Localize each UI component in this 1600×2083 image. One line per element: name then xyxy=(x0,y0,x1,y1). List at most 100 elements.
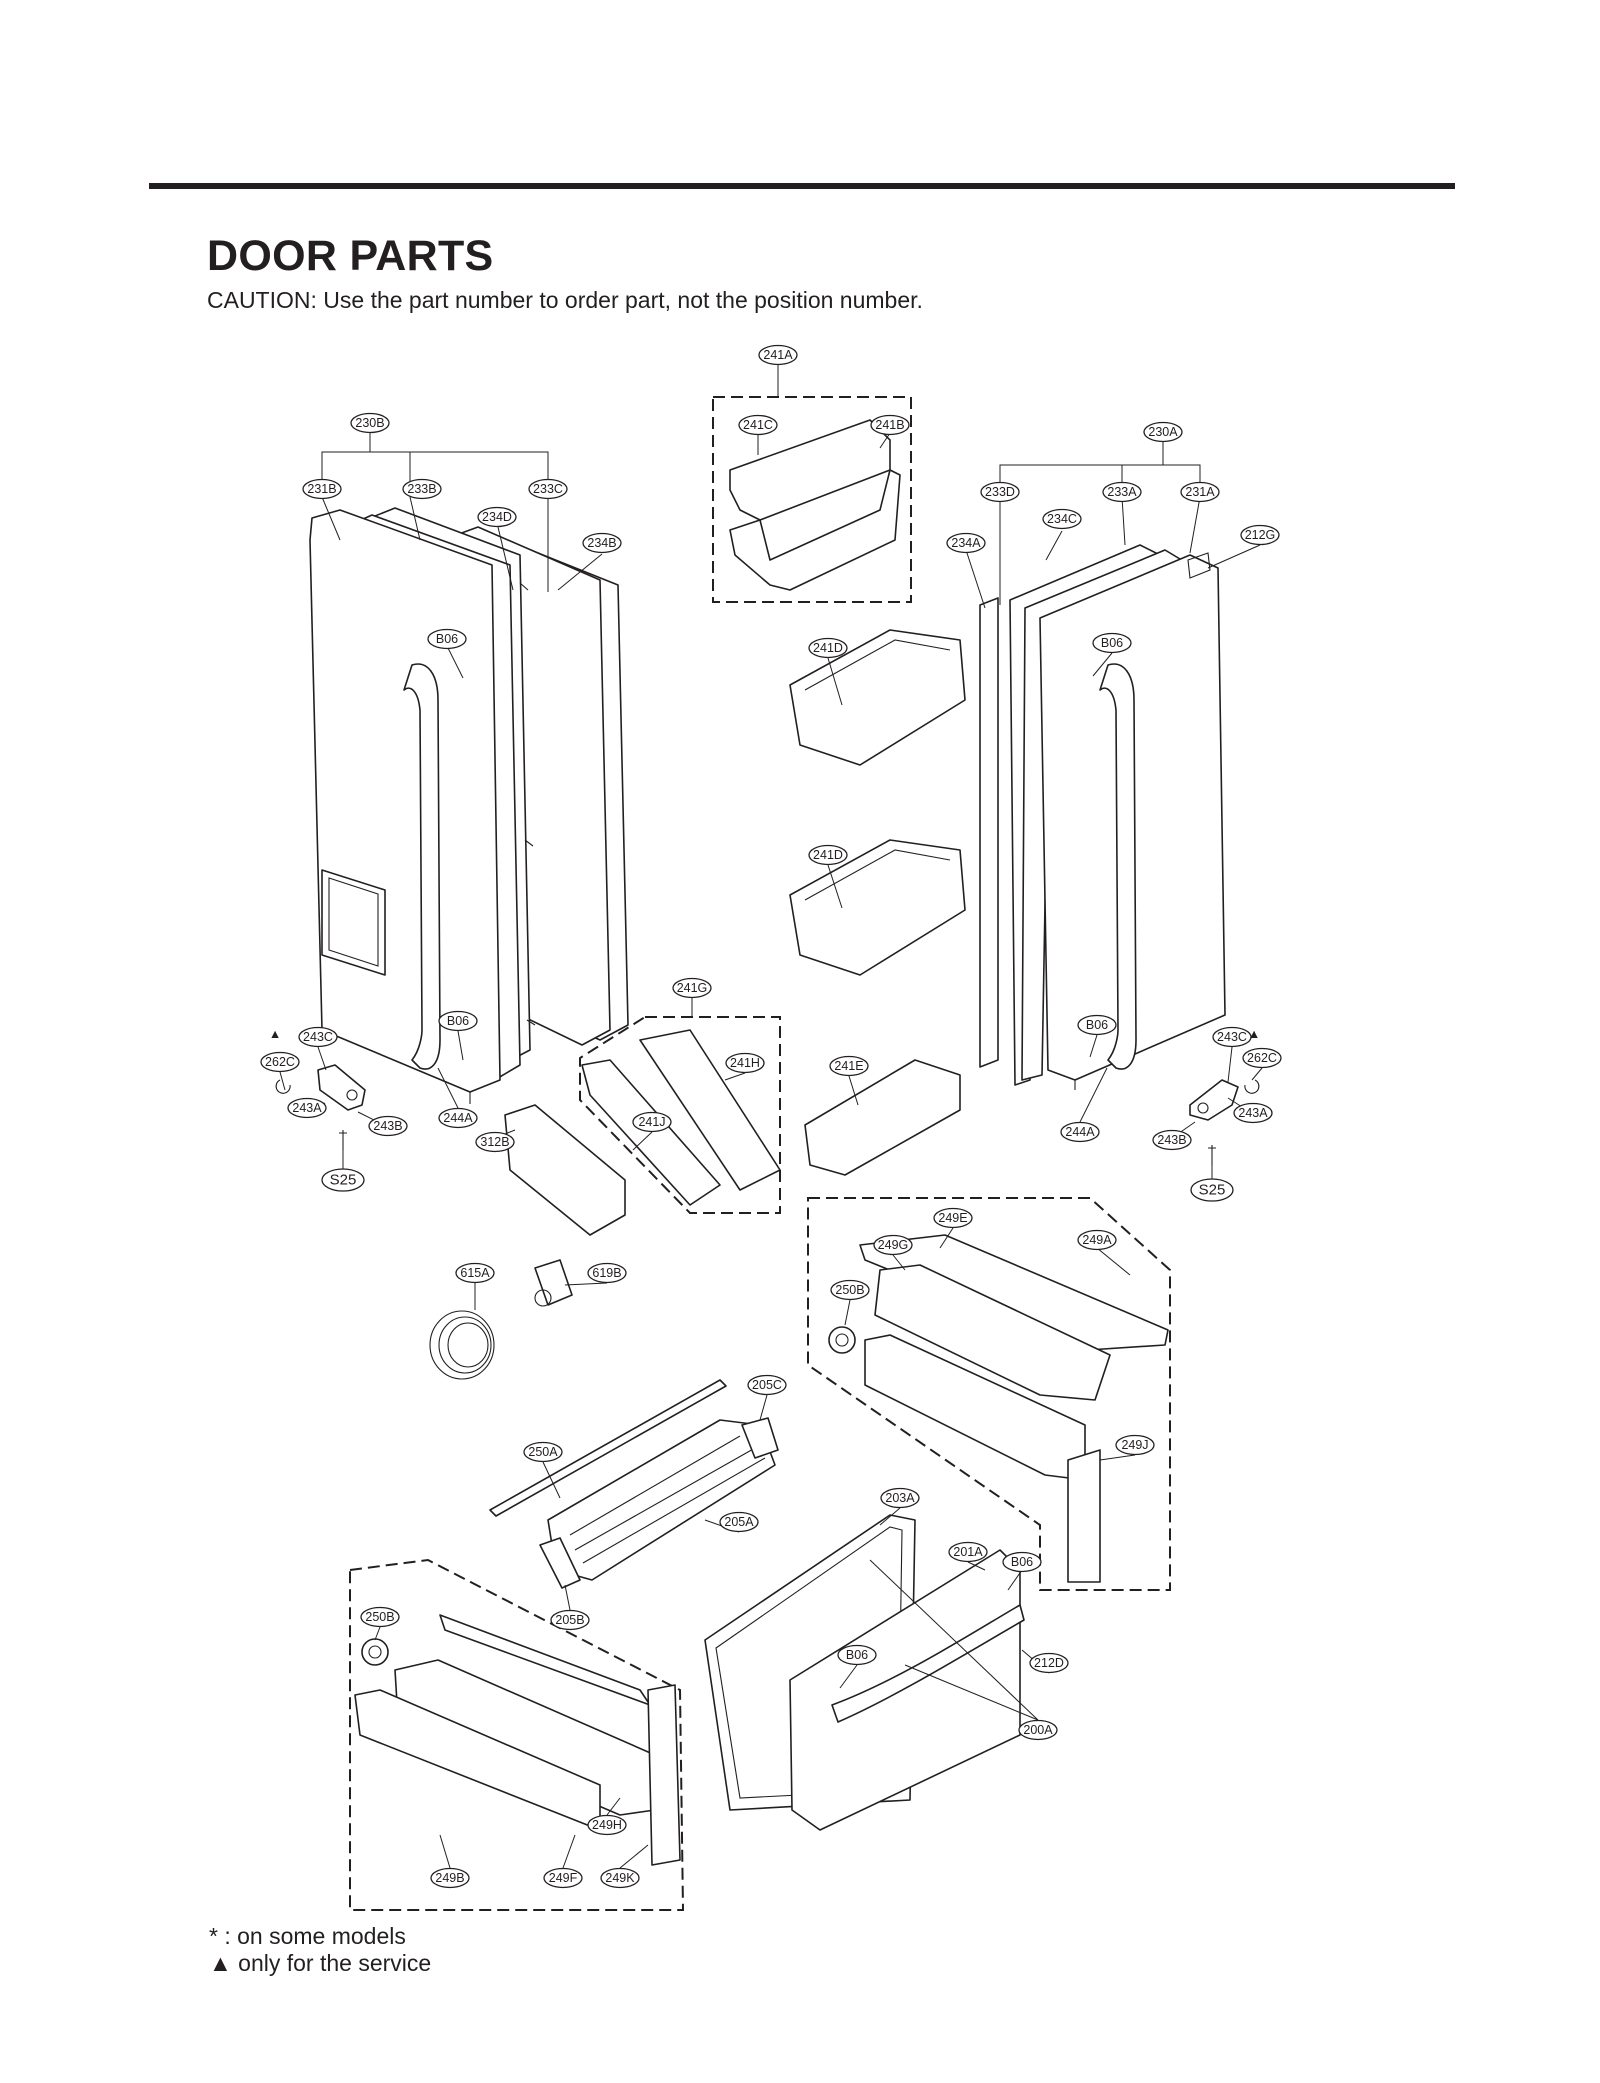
callout-label: 615A xyxy=(460,1266,490,1280)
group-box-241g xyxy=(579,1016,781,1214)
callout-244a: 244A xyxy=(1060,1121,1100,1143)
callout-label: 250B xyxy=(365,1610,394,1624)
callout-oval xyxy=(1018,1719,1058,1741)
callout-label: 249J xyxy=(1121,1438,1148,1452)
callout-244a: 244A xyxy=(438,1107,478,1129)
group-box-241a xyxy=(712,396,912,603)
callout-label: 243C xyxy=(303,1030,333,1044)
footnotes: * : on some models ▲ only for the servic… xyxy=(209,1923,431,1977)
callout-label: 250A xyxy=(528,1445,558,1459)
callout-label: 241B xyxy=(875,418,904,432)
callout-oval xyxy=(302,478,342,500)
callout-label: 312B xyxy=(480,1135,509,1149)
callout-231b: 231B xyxy=(302,478,342,500)
callout-oval xyxy=(880,1487,920,1509)
callout-label: 241D xyxy=(813,641,843,655)
callout-oval xyxy=(600,1867,640,1889)
callout-oval xyxy=(402,478,442,500)
callout-243b: 243B xyxy=(1152,1129,1192,1151)
caution-note: CAUTION: Use the part number to order pa… xyxy=(207,287,923,313)
callout-233c: 233C xyxy=(528,478,568,500)
left-hinge-clip xyxy=(275,1079,291,1094)
callout-243a: 243A xyxy=(1233,1102,1273,1124)
left-hinge-screw xyxy=(339,1130,347,1150)
callout-212g: 212G xyxy=(1240,524,1280,546)
water-line-assembly xyxy=(429,1259,573,1380)
callout-label: 244A xyxy=(443,1111,473,1125)
callout-241b: 241B xyxy=(870,414,910,436)
callout-615a: 615A xyxy=(455,1262,495,1284)
callout-b06: B06 xyxy=(427,628,467,650)
callout-b06: B06 xyxy=(1002,1551,1042,1573)
callout-oval xyxy=(360,1606,400,1628)
callout-241j: 241J xyxy=(632,1111,672,1133)
callout-oval xyxy=(528,478,568,500)
gear-250b-left xyxy=(361,1638,389,1666)
callout-label: 231A xyxy=(1185,485,1215,499)
callout-oval xyxy=(1212,1026,1252,1048)
callout-243c: 243C xyxy=(298,1026,338,1048)
callout-oval xyxy=(321,1168,365,1192)
callout-241g: 241G xyxy=(672,977,712,999)
drawer-handle-212d xyxy=(831,1604,1025,1723)
callout-label: 234A xyxy=(951,536,981,550)
callout-250a: 250A xyxy=(523,1441,563,1463)
service-only-triangle-left: ▲ xyxy=(269,1027,281,1041)
callout-b06: B06 xyxy=(438,1010,478,1032)
callout-label: 230A xyxy=(1148,425,1178,439)
callout-oval xyxy=(830,1279,870,1301)
callout-200a: 200A xyxy=(1018,1719,1058,1741)
callout-label: B06 xyxy=(1101,636,1123,650)
callout-250b: 250B xyxy=(360,1606,400,1628)
callout-label: B06 xyxy=(1011,1555,1033,1569)
callout-oval xyxy=(933,1207,973,1229)
callout-label: S25 xyxy=(330,1172,357,1189)
callout-label: 249B xyxy=(435,1871,464,1885)
callout-oval xyxy=(1029,1652,1069,1674)
left-door-handle xyxy=(403,663,441,1070)
valve-619b xyxy=(534,1259,573,1306)
left-door-panel xyxy=(309,509,501,1093)
callout-label: 233A xyxy=(1107,485,1137,499)
callout-label: 249A xyxy=(1082,1233,1112,1247)
callout-oval xyxy=(587,1262,627,1284)
callout-oval xyxy=(758,344,798,366)
callout-201a: 201A xyxy=(948,1541,988,1563)
callout-oval xyxy=(837,1644,877,1666)
callout-205a: 205A xyxy=(719,1511,759,1533)
rail-249e xyxy=(859,1234,1169,1351)
callout-label: 241J xyxy=(638,1115,665,1129)
callout-234b: 234B xyxy=(582,532,622,554)
callout-oval xyxy=(672,977,712,999)
callout-b06: B06 xyxy=(1092,632,1132,654)
callout-oval xyxy=(587,1814,627,1836)
rail-bracket-249k xyxy=(647,1684,681,1866)
callout-233b: 233B xyxy=(402,478,442,500)
callout-label: 249G xyxy=(878,1238,909,1252)
bin-241h xyxy=(639,1029,781,1191)
star-symbol: * xyxy=(209,1923,218,1949)
bin-241b xyxy=(729,469,901,591)
callout-oval xyxy=(298,1026,338,1048)
callout-234c: 234C xyxy=(1042,508,1082,530)
callout-label: B06 xyxy=(447,1014,469,1028)
callout-oval xyxy=(455,1262,495,1284)
callout-249g: 249G xyxy=(873,1234,913,1256)
callout-oval xyxy=(632,1111,672,1133)
callout-label: 243B xyxy=(373,1119,402,1133)
callout-oval xyxy=(430,1867,470,1889)
leader-lines xyxy=(279,363,1263,1869)
callout-label: 244A xyxy=(1065,1125,1095,1139)
callout-label: 249K xyxy=(605,1871,635,1885)
callout-label: 241H xyxy=(730,1056,760,1070)
callout-oval xyxy=(870,414,910,436)
callout-label: 243B xyxy=(1157,1133,1186,1147)
callout-oval xyxy=(523,1441,563,1463)
callout-label: S25 xyxy=(1199,1182,1226,1199)
callout-oval xyxy=(350,412,390,434)
callout-241d: 241D xyxy=(808,637,848,659)
callout-label: 241A xyxy=(763,348,793,362)
callout-oval xyxy=(477,506,517,528)
callout-231a: 231A xyxy=(1180,481,1220,503)
callout-oval xyxy=(1143,421,1183,443)
